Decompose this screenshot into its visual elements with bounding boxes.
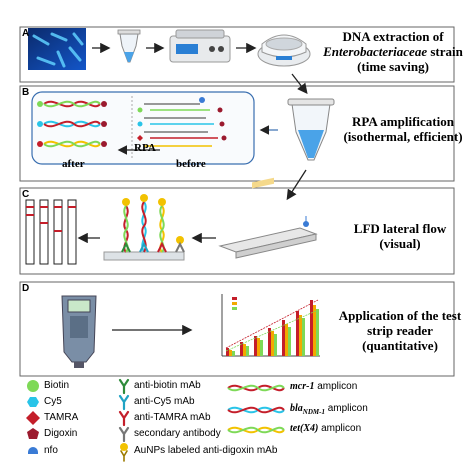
panel-b-title: RPA amplification (isothermal, efficient… [336,114,470,144]
panel-letter-b: B [22,87,30,98]
anti-tamra-mab-icon [118,410,130,427]
panel-b-frame [19,85,455,182]
panel-a-title-suffix: strain [427,44,463,59]
panel-letter-d: D [22,283,30,294]
nfo-icon [28,447,38,454]
legend-ndm1: blaNDM-1 amplicon [290,403,368,416]
legend-cy5: Cy5 [44,396,62,407]
rpa-arrow-label: RPA [134,142,156,154]
before-label: before [176,158,206,170]
legend-nfo: nfo [44,445,58,456]
strip-reader-device [61,295,97,368]
anti-biotin-mab-icon [118,378,130,395]
legend-icons-col3 [227,384,285,434]
legend-secondary-antibody: secondary antibody [134,428,221,439]
legend-icons-col2 [118,378,130,462]
legend-anti-cy5: anti-Cy5 mAb [134,396,195,407]
secondary-antibody-icon [118,426,130,443]
panel-b-title-line2: (isothermal, efficient) [343,129,463,144]
reader-bar-chart [221,294,320,357]
panel-a-title-line3: (time saving) [357,59,429,74]
panel-a-title: DNA extraction of Enterobacteriaceae str… [318,29,468,74]
panel-a-title-line1: DNA extraction of [342,29,444,44]
strip-zoom-complexes [103,194,185,261]
legend-icons-col1 [26,380,40,454]
tetx4-gene: tet(X4) [290,423,319,434]
mini-legend [232,297,237,310]
panel-a-frame [19,26,455,83]
legend-digoxin: Digoxin [44,428,78,439]
panel-letter-a: A [22,28,30,39]
rpa-tube [287,98,335,161]
ndm1-suffix: amplicon [324,403,368,414]
ndm1-subscript: NDM-1 [302,408,325,416]
panel-d-title-line2: strip reader [367,323,433,338]
panel-c-title-line1: LFD lateral flow [353,221,447,236]
panel-c-title-line2: (visual) [379,236,421,251]
panel-d-title-line3: (quantitative) [362,338,438,353]
panel-d-title: Application of the test strip reader (qu… [330,308,470,353]
panel-a-title-line2: Enterobacteriaceae strain [318,44,468,59]
heat-block-device [169,29,231,63]
primer-tags [137,97,227,141]
eppendorf-tube-small [117,29,141,63]
centrifuge-device [257,34,311,67]
mcr1-suffix: amplicon [314,381,358,392]
legend-aunps: AuNPs labeled anti-digoxin mAb [134,445,278,456]
lfd-cassette [218,177,318,259]
panel-d-title-line1: Application of the test [338,308,462,323]
panel-letter-c: C [22,189,30,200]
amplicon-tags [37,101,107,147]
legend-tamra: TAMRA [44,412,79,423]
organism-name: Enterobacteriaceae [323,44,428,59]
panel-d-frame [19,281,455,377]
legend-mcr1: mcr-1 amplicon [290,381,357,392]
tetx4-suffix: amplicon [318,423,362,434]
primers-before [144,103,218,147]
legend-tetx4: tet(X4) amplicon [290,423,361,434]
panel-c-title: LFD lateral flow (visual) [340,221,460,251]
legend-anti-biotin: anti-biotin mAb [134,380,201,391]
test-strips [25,199,77,265]
after-label: after [62,158,85,170]
legend-biotin: Biotin [44,380,70,391]
anti-cy5-mab-icon [118,394,130,411]
cy5-icon [27,397,39,407]
tamra-icon [26,411,40,425]
legend-anti-tamra: anti-TAMRA mAb [134,412,211,423]
digoxin-icon [27,428,39,439]
biotin-icon [27,380,39,392]
panel-b-title-line1: RPA amplification [352,114,454,129]
mcr1-gene: mcr-1 [290,381,315,392]
panel-c-frame [19,187,455,275]
bacteria-image [28,28,86,70]
ndm1-gene: bla [290,403,303,414]
amplicons-after [43,100,101,148]
aunp-icon [120,443,128,451]
